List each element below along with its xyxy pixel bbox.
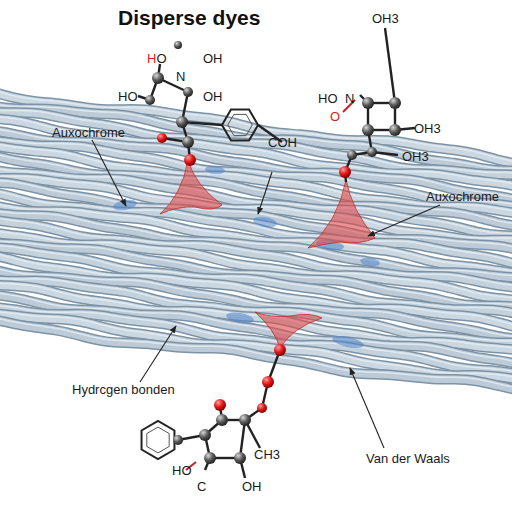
leader-line bbox=[368, 205, 440, 236]
leader-line bbox=[92, 140, 126, 206]
leader-line bbox=[140, 326, 176, 382]
atom-label: C bbox=[197, 480, 206, 494]
atom-label: OH bbox=[203, 52, 223, 66]
fibre-highlight bbox=[0, 315, 512, 391]
callout-label: Auxochrome bbox=[52, 126, 125, 140]
atom-label: OH3 bbox=[414, 122, 441, 136]
atom-label: OH bbox=[203, 90, 223, 104]
carbon-atom bbox=[362, 97, 374, 109]
oxygen-atom bbox=[257, 403, 267, 413]
fibre-outline bbox=[0, 317, 512, 393]
binding-cone bbox=[255, 312, 322, 348]
carbon-atom bbox=[152, 72, 164, 84]
carbon-atom bbox=[176, 116, 188, 128]
carbon-atom bbox=[234, 452, 246, 464]
fibre-strand bbox=[0, 317, 512, 393]
callout-label: Auxochrome bbox=[426, 190, 499, 204]
diagram-title: Disperse dyes bbox=[118, 6, 260, 29]
binding-cone bbox=[160, 160, 222, 214]
oxygen-atom bbox=[157, 133, 167, 143]
atom-label: HO bbox=[147, 52, 167, 66]
ring-inner bbox=[147, 427, 169, 453]
binding-cone bbox=[308, 180, 375, 248]
oxygen-atom bbox=[274, 344, 286, 356]
callout-label: Hydrcgen bonden bbox=[72, 383, 175, 397]
oxygen-atom bbox=[339, 166, 351, 178]
carbon-atom bbox=[145, 95, 155, 105]
fibre-bundle bbox=[0, 85, 512, 393]
leader-line bbox=[258, 172, 272, 214]
contact-patch bbox=[225, 311, 254, 326]
atom-label: N bbox=[345, 92, 354, 106]
atom-label: HO bbox=[172, 464, 192, 478]
carbon-atom bbox=[239, 414, 251, 426]
chemical-bond bbox=[182, 122, 222, 125]
contact-patch bbox=[252, 215, 277, 229]
oxygen-atom bbox=[184, 154, 196, 166]
atom-label: CH3 bbox=[254, 448, 280, 462]
leader-line bbox=[350, 368, 384, 448]
atom-label: N bbox=[176, 70, 185, 84]
callout-label: Van der Waals bbox=[366, 452, 450, 466]
benzene-ring bbox=[142, 421, 175, 459]
atom-label: OH3 bbox=[402, 150, 429, 164]
carbon-atom bbox=[347, 150, 357, 160]
carbon-atom bbox=[199, 429, 211, 441]
atom-label: O bbox=[330, 110, 340, 124]
fibre-highlight bbox=[0, 311, 512, 379]
carbon-atom bbox=[183, 87, 193, 97]
carbon-atom bbox=[174, 41, 182, 49]
atom-label: OH bbox=[242, 480, 262, 494]
carbon-atom bbox=[204, 452, 216, 464]
benzene-ring bbox=[222, 109, 258, 140]
carbon-atom bbox=[367, 147, 377, 157]
carbon-atom bbox=[362, 124, 374, 136]
atom-label: HO bbox=[118, 90, 138, 104]
contact-patch bbox=[331, 334, 364, 350]
carbon-atom bbox=[389, 124, 401, 136]
oxygen-atom bbox=[262, 376, 274, 388]
chemical-bond bbox=[385, 28, 395, 103]
contact-patch bbox=[360, 257, 381, 268]
carbon-atom bbox=[216, 414, 228, 426]
oxygen-atom bbox=[214, 399, 226, 411]
atom-label: OH3 bbox=[372, 12, 399, 26]
carbon-atom bbox=[173, 435, 183, 445]
ring-inner bbox=[228, 114, 252, 135]
carbon-atom bbox=[182, 136, 194, 148]
atom-label: COH bbox=[268, 136, 297, 150]
atom-label: HO bbox=[318, 92, 338, 106]
dye-molecules bbox=[138, 28, 415, 478]
carbon-atom bbox=[389, 97, 401, 109]
contact-patch bbox=[205, 165, 226, 175]
